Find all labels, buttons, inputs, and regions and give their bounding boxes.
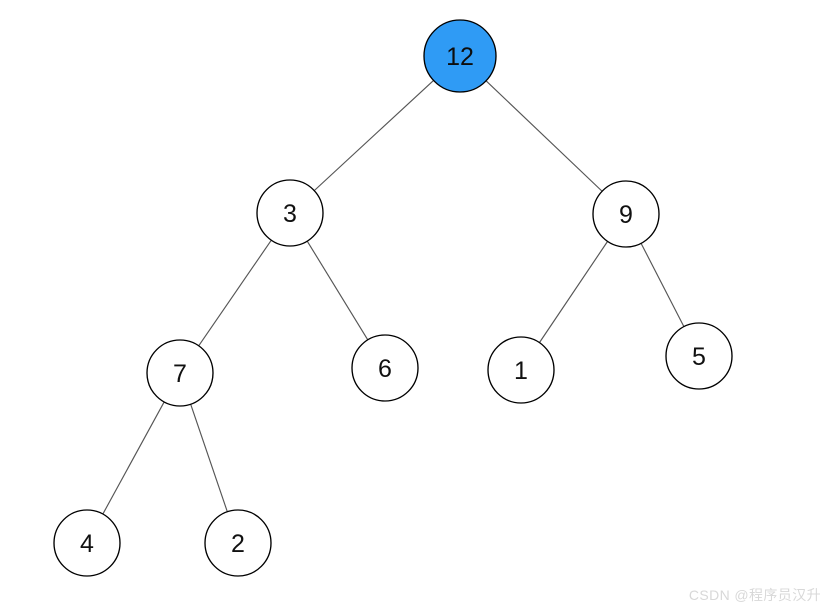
tree-edge-7-to-4	[102, 401, 165, 515]
tree-node-9[interactable]: 9	[592, 180, 660, 248]
tree-node-12[interactable]: 12	[423, 19, 497, 93]
node-circle-1[interactable]	[487, 336, 555, 404]
node-circle-6[interactable]	[351, 334, 419, 402]
tree-node-4[interactable]: 4	[53, 509, 121, 577]
node-label-12: 12	[446, 43, 474, 71]
node-label-2: 2	[231, 530, 245, 558]
node-circle-12[interactable]	[423, 19, 497, 93]
tree-edge-3-to-7	[198, 239, 272, 347]
node-layer: 12 3 9 7 6 1 5 4 2	[53, 19, 733, 577]
tree-edge-12-to-9	[485, 80, 603, 192]
node-circle-5[interactable]	[665, 322, 733, 390]
edge-layer	[102, 79, 685, 515]
node-label-3: 3	[283, 200, 297, 228]
tree-node-7[interactable]: 7	[146, 339, 214, 407]
node-circle-7[interactable]	[146, 339, 214, 407]
node-label-4: 4	[80, 530, 94, 558]
node-circle-3[interactable]	[256, 179, 324, 247]
tree-edge-12-to-3	[313, 79, 434, 192]
node-circle-9[interactable]	[592, 180, 660, 248]
tree-edge-9-to-5	[640, 243, 685, 327]
tree-edge-3-to-6	[306, 240, 369, 341]
tree-edge-7-to-2	[190, 404, 228, 512]
tree-node-5[interactable]: 5	[665, 322, 733, 390]
tree-node-3[interactable]: 3	[256, 179, 324, 247]
node-label-5: 5	[692, 343, 706, 371]
node-label-9: 9	[619, 201, 633, 229]
node-circle-2[interactable]	[204, 509, 272, 577]
tree-node-2[interactable]: 2	[204, 509, 272, 577]
node-label-7: 7	[173, 360, 187, 388]
watermark-text: CSDN @程序员汉升	[688, 587, 821, 603]
tree-node-1[interactable]: 1	[487, 336, 555, 404]
node-label-6: 6	[378, 355, 392, 383]
tree-edge-9-to-1	[538, 241, 609, 343]
tree-node-6[interactable]: 6	[351, 334, 419, 402]
node-circle-4[interactable]	[53, 509, 121, 577]
node-label-1: 1	[514, 357, 528, 385]
